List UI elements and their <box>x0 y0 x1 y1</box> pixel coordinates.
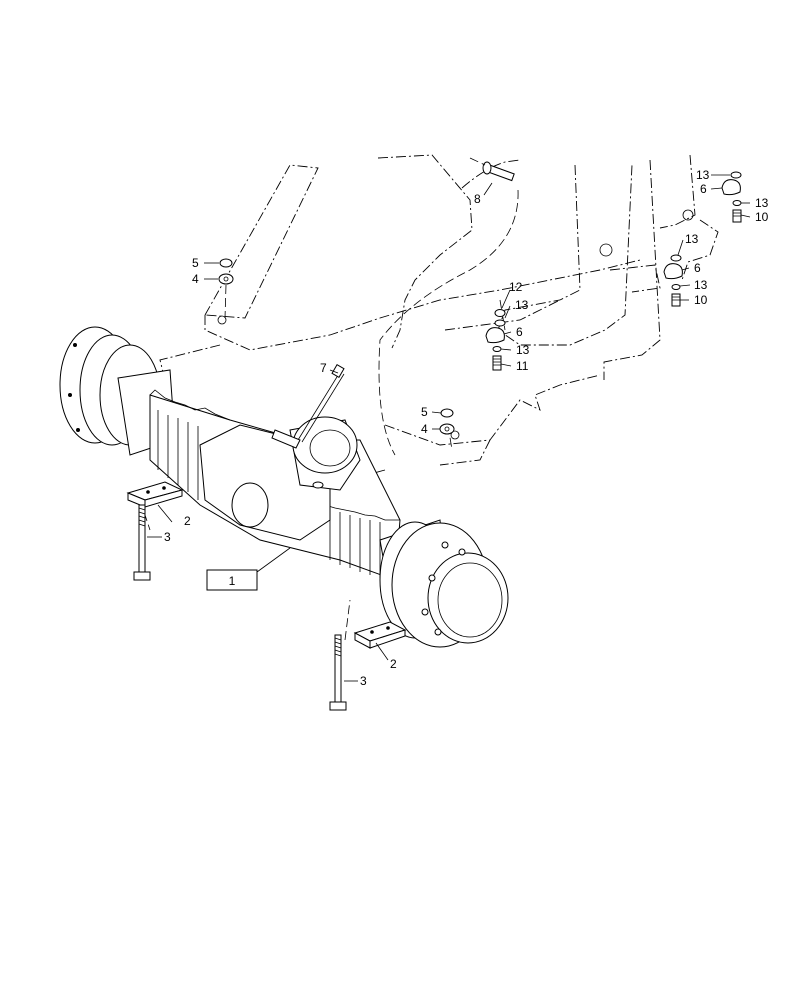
callout-11: 11 <box>516 359 529 373</box>
nut-washer-upper <box>218 258 234 285</box>
callout-4-lower: 4 <box>421 422 428 436</box>
callout-7: 7 <box>320 361 327 375</box>
callout-10-lower: 10 <box>694 293 708 307</box>
callout-3-left: 3 <box>164 530 171 544</box>
callout-13-right-a: 13 <box>696 168 710 182</box>
callout-12: 12 <box>509 280 523 294</box>
nut-washer-lower <box>439 408 455 435</box>
callout-4-upper: 4 <box>192 272 199 286</box>
clamp-hardware-centre <box>485 309 506 371</box>
clamp-hardware-right-lower <box>663 254 683 307</box>
callout-6-right-lower: 6 <box>694 261 701 275</box>
clamp-hardware-right-upper <box>721 171 742 223</box>
callout-13-right-b: 13 <box>755 196 769 210</box>
callout-3-right: 3 <box>360 674 367 688</box>
leader-lines <box>147 174 751 682</box>
bolt-right <box>329 634 347 711</box>
callout-6-centre: 6 <box>516 325 523 339</box>
callout-labels: 1 2 2 3 3 4 4 5 5 6 6 6 7 8 10 10 11 12 … <box>164 168 769 688</box>
brake-cable <box>271 363 345 449</box>
bolt-left <box>133 504 151 581</box>
callout-10-upper: 10 <box>755 210 769 224</box>
callout-13-centre-upper: 13 <box>515 298 529 312</box>
clamp-plate-left <box>126 481 184 508</box>
callout-1: 1 <box>229 574 236 588</box>
callout-2-right: 2 <box>390 657 397 671</box>
callout-5-upper: 5 <box>192 256 199 270</box>
callout-box <box>206 569 258 591</box>
callout-8: 8 <box>474 192 481 206</box>
callout-5-lower: 5 <box>421 405 428 419</box>
callout-2-left: 2 <box>184 514 191 528</box>
callout-6-right-upper: 6 <box>700 182 707 196</box>
callout-13-centre-lower: 13 <box>516 343 530 357</box>
axle-assembly <box>59 326 509 648</box>
clamp-plate-right <box>353 621 407 649</box>
top-bolt <box>469 157 515 182</box>
callout-13-right-d: 13 <box>694 278 708 292</box>
callout-13-right-c: 13 <box>685 232 699 246</box>
